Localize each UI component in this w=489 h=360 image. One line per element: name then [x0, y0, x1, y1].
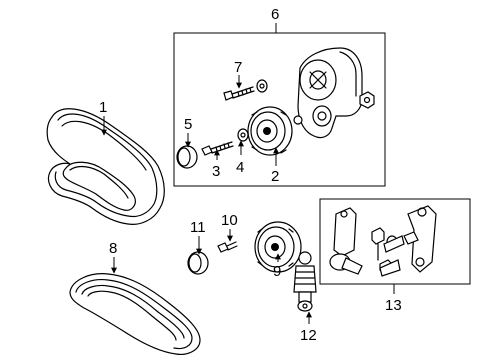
pulley-2 [247, 106, 293, 156]
bolt-10 [217, 241, 238, 253]
washer-small [293, 115, 303, 125]
serpentine-belt-1 [46, 108, 165, 225]
callout-7: 7 [234, 59, 242, 76]
callout-12: 12 [300, 327, 317, 344]
callout-10: 10 [221, 212, 238, 229]
bolt-7 [223, 86, 255, 101]
group-frame-13 [319, 198, 471, 285]
callout-3: 3 [212, 163, 220, 180]
group-frame-6 [173, 32, 386, 187]
serpentine-belt-8 [69, 273, 201, 355]
callout-11: 11 [190, 219, 206, 236]
callout-13: 13 [385, 297, 402, 314]
washer-4 [237, 128, 249, 142]
callout-4: 4 [236, 159, 244, 176]
callout-5: 5 [184, 116, 192, 133]
bolt-3 [201, 141, 234, 156]
callout-2: 2 [271, 168, 279, 185]
callout-1: 1 [99, 99, 107, 116]
dust-cap-5 [176, 145, 198, 169]
bracket-kit-13 [329, 205, 437, 277]
washer-7 [256, 79, 268, 93]
tensioner-bracket [297, 47, 363, 139]
idler-pulley-9 [254, 221, 302, 273]
callout-6: 6 [271, 6, 279, 23]
dust-cap-11 [187, 251, 209, 275]
callout-9: 9 [273, 263, 281, 280]
leader-lines [101, 23, 395, 324]
callout-8: 8 [109, 240, 117, 257]
damper-12 [293, 251, 317, 312]
nut [359, 91, 375, 109]
